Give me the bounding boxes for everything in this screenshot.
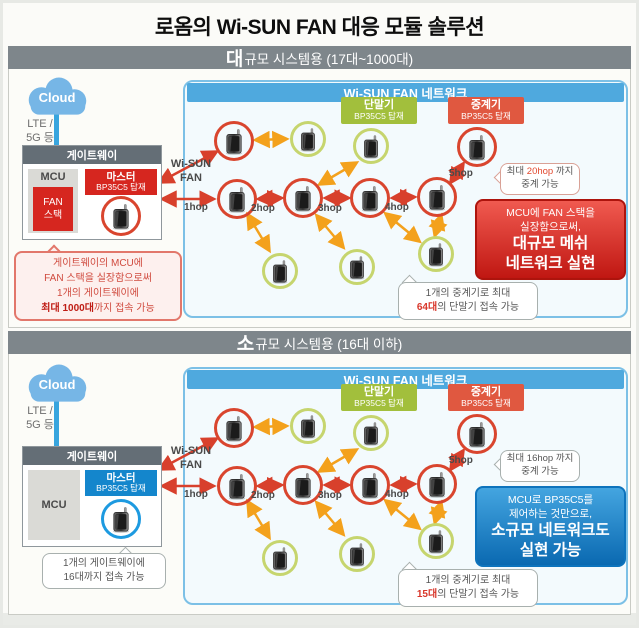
lte-label: LTE / 5G 등 (26, 118, 54, 145)
terminal-tag: 단말기 BP35C5 탑재 (341, 384, 417, 411)
panel-large-header-big: 대 (225, 49, 244, 70)
cloud-icon: Cloud (18, 363, 96, 407)
terminal-node (290, 408, 326, 444)
gateway-callout-large: 게이트웨이의 MCU에 FAN 스택을 실장함으로써 1개의 게이트웨이에 최대… (14, 251, 182, 321)
wisun-fan-label: Wi-SUN FAN (170, 158, 212, 184)
relay-node (350, 178, 390, 218)
cloud-icon: Cloud (18, 76, 96, 120)
relay-tag: 중계기 BP35C5 탑재 (448, 384, 524, 411)
master-module-box: 마스터 BP35C5 탑재 (85, 470, 157, 496)
terminal-tag: 단말기 BP35C5 탑재 (341, 97, 417, 124)
relay-callout-large: 1개의 중계기로 최대 64대의 단말기 접속 가능 (398, 282, 538, 320)
relay-node (457, 127, 497, 167)
hop-label: 4hop (385, 202, 409, 213)
relay-node (283, 465, 323, 505)
terminal-node (339, 536, 375, 572)
terminal-node (353, 128, 389, 164)
relay-callout-small: 1개의 중계기로 최대 15대의 단말기 접속 가능 (398, 569, 538, 607)
panel-small-header-text: 규모 시스템용 (16대 이하) (255, 336, 403, 352)
gateway-title: 게이트웨이 (23, 146, 161, 164)
terminal-node (262, 540, 298, 576)
terminal-node (339, 249, 375, 285)
master-module-box: 마스터 BP35C5 탑재 (85, 169, 157, 195)
relay-node (283, 178, 323, 218)
panel-small-header-big: 소 (236, 334, 255, 355)
terminal-node (418, 236, 454, 272)
panel-small-header: 소 규모 시스템용 (16대 이하) (8, 331, 631, 355)
relay-node (457, 414, 497, 454)
footer-strip (0, 613, 639, 628)
master-device-node (101, 196, 141, 236)
master-device-node (101, 499, 141, 539)
hop-label: 4hop (385, 489, 409, 500)
gateway-callout-small: 1개의 게이트웨이에 16대까지 접속 가능 (42, 553, 166, 589)
hop-label: 1hop (184, 489, 208, 500)
relay-node (214, 121, 254, 161)
hop-label: 2hop (251, 203, 275, 214)
gateway-title: 게이트웨이 (23, 447, 161, 465)
hop-label: 3hop (318, 203, 342, 214)
terminal-node (353, 415, 389, 451)
mcu-box: MCU (28, 470, 80, 540)
relay-node (417, 464, 457, 504)
hop-label: 1hop (184, 202, 208, 213)
panel-large-header: 대 규모 시스템용 (17대~1000대) (8, 46, 631, 70)
hop-label: 5hop (449, 455, 473, 466)
cloud-link-line (54, 397, 59, 447)
feature-box-large: MCU에 FAN 스택을 실장함으로써, 대규모 메쉬 네트워크 실현 (475, 199, 626, 280)
hop-label: 5hop (449, 168, 473, 179)
terminal-node (418, 523, 454, 559)
feature-box-small: MCU로 BP35C5를 제어하는 것만으로, 소규모 네트워크도 실현 가능 (475, 486, 626, 567)
relay-node (350, 465, 390, 505)
relay-node (214, 408, 254, 448)
panel-large-header-text: 규모 시스템용 (17대~1000대) (244, 51, 414, 67)
fan-stack-box: FAN 스택 (33, 187, 73, 231)
terminal-node (262, 253, 298, 289)
relay-node (417, 177, 457, 217)
cloud-label: Cloud (38, 377, 76, 392)
cloud-link-line (54, 110, 59, 146)
lte-label: LTE / 5G 등 (26, 405, 54, 432)
hop-label: 3hop (318, 490, 342, 501)
hop-label: 2hop (251, 490, 275, 501)
relay-tag: 중계기 BP35C5 탑재 (448, 97, 524, 124)
hop-note-small: 최대 16hop 까지 중계 가능 (500, 450, 580, 482)
page-title: 로옴의 Wi-SUN FAN 대응 모듈 솔루션 (154, 16, 485, 39)
terminal-node (290, 121, 326, 157)
hop-note-large: 최대 20hop 까지 중계 가능 (500, 163, 580, 195)
wisun-fan-label: Wi-SUN FAN (170, 445, 212, 471)
cloud-label: Cloud (38, 90, 76, 105)
